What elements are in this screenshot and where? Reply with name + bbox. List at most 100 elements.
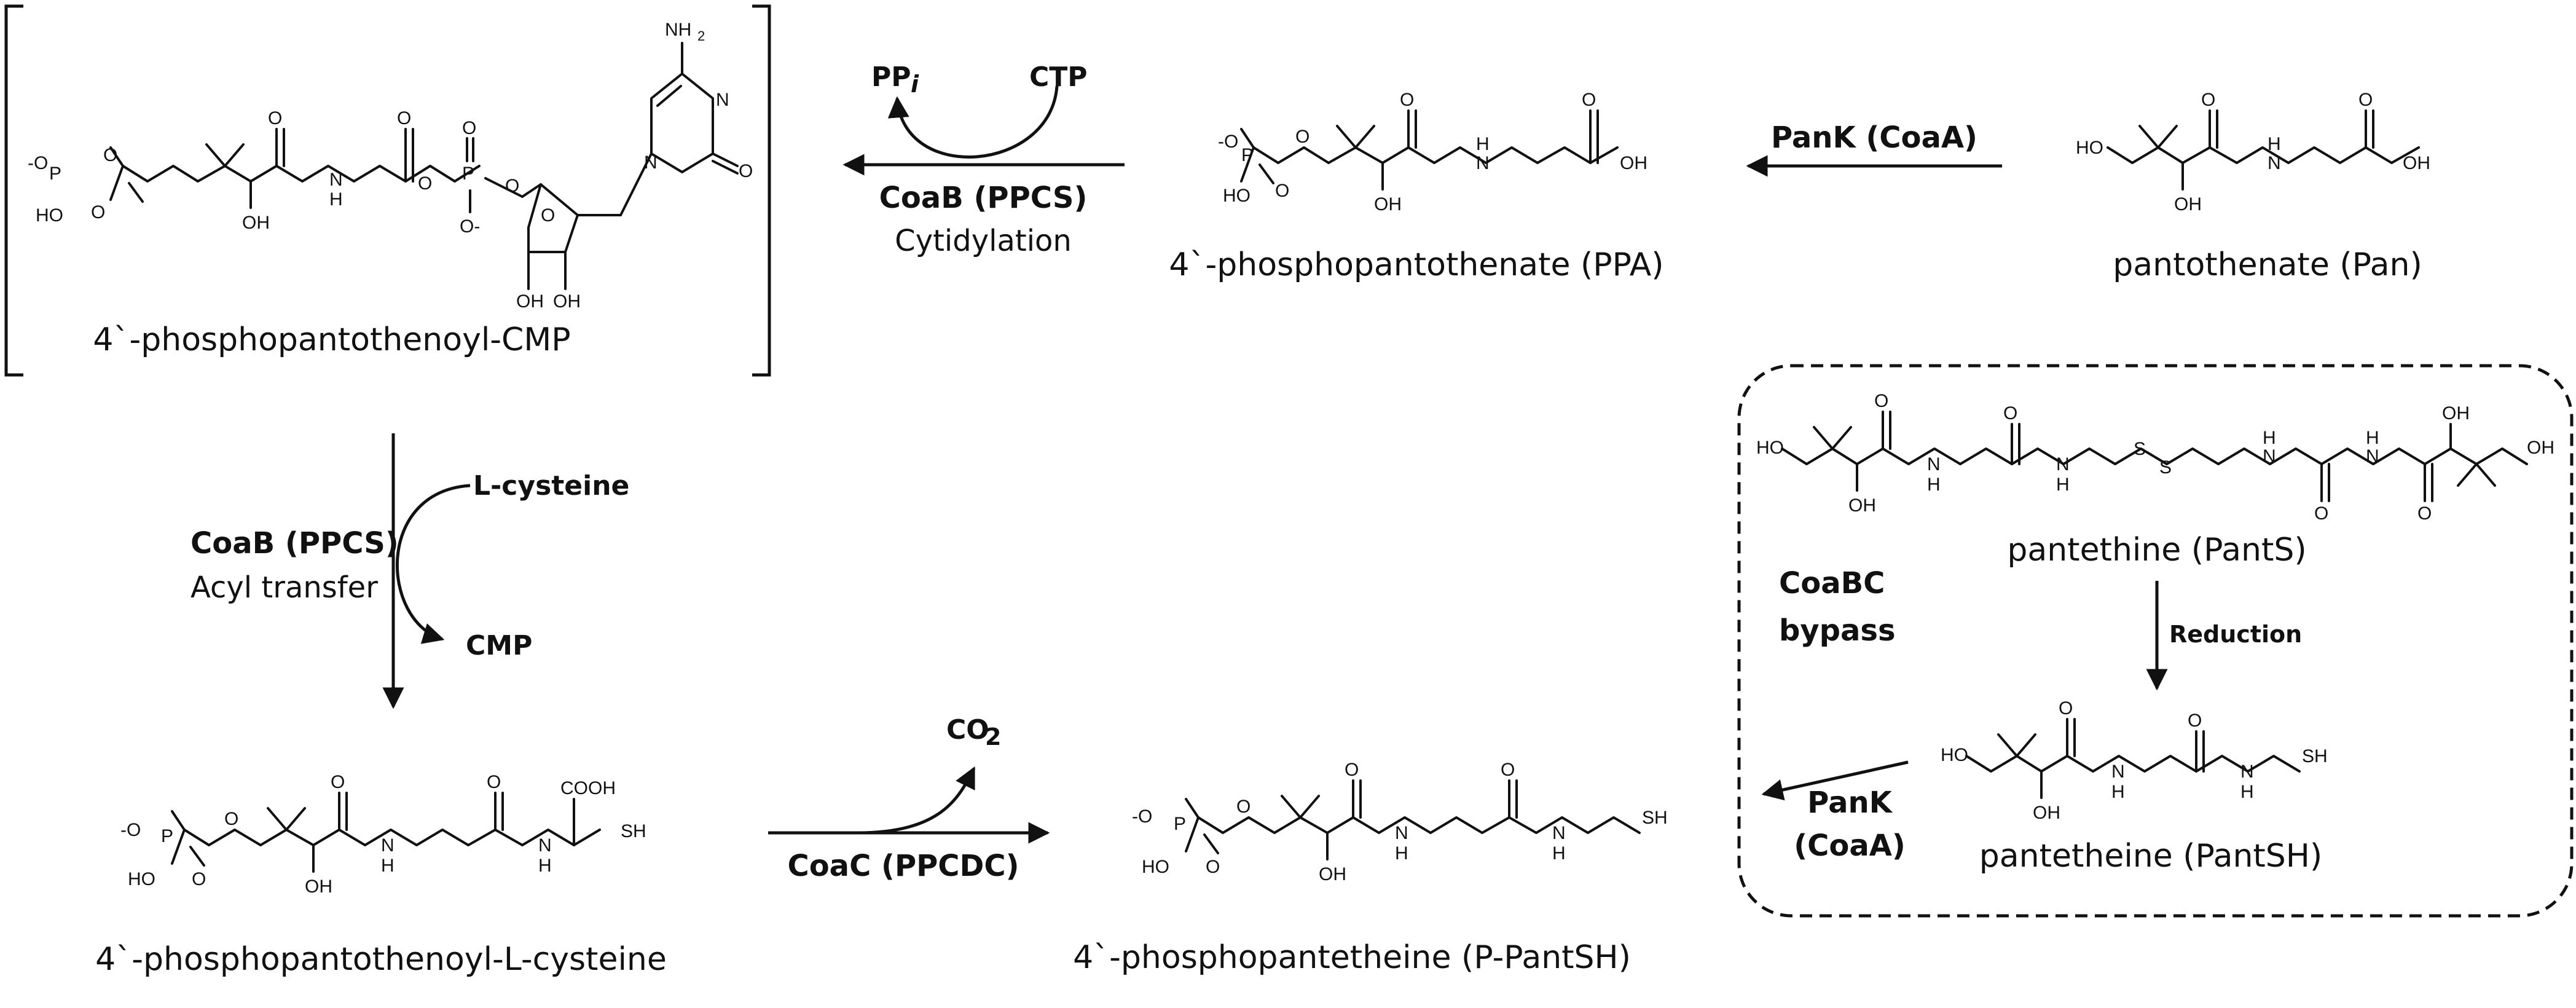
atom-o: O — [1275, 181, 1289, 201]
atom-o-minus: -O — [1132, 806, 1152, 827]
atom-o: O — [1206, 857, 1220, 877]
pantethine-structure: HO O OH N H O N H S S H N O H N O OH OH — [1756, 391, 2554, 524]
atom-o: O — [1501, 760, 1515, 780]
atom-n: N — [2366, 446, 2379, 467]
atom-oh: OH — [305, 876, 332, 897]
atom-o: O — [1874, 391, 1888, 411]
compound-label-pantsh: pantetheine (PantSH) — [1979, 838, 2322, 875]
atom-n: N — [644, 152, 658, 173]
atom-nh2: NH — [665, 20, 691, 40]
byproduct-cmp: CMP — [466, 630, 532, 661]
ppantsh-structure: -O P O HO O O OH N H O N H SH — [1132, 760, 1668, 884]
atom-o: O — [2314, 503, 2328, 524]
atom-s: S — [2159, 457, 2172, 478]
atom-oh: OH — [1319, 864, 1346, 884]
atom-oh: OH — [2442, 403, 2470, 423]
atom-o: O — [739, 161, 753, 181]
atom-o: O — [418, 173, 432, 194]
ppc-structure: -O P O HO O O OH N H O N H COOH SH — [120, 772, 646, 897]
atom-h: H — [329, 189, 343, 210]
atom-h: H — [2268, 134, 2281, 154]
atom-o: O — [1345, 760, 1359, 780]
byproduct-co2-sub: 2 — [985, 723, 1001, 750]
byproduct-ppi: PP — [871, 61, 911, 93]
enzyme-label-coab-acyl: CoaB (PPCS) — [190, 526, 399, 561]
atom-s: S — [2134, 439, 2146, 459]
atom-h: H — [2240, 782, 2254, 802]
atom-o: O — [2417, 503, 2432, 524]
atom-h: H — [1552, 843, 1566, 864]
atom-p: P — [1241, 145, 1254, 165]
atom-sh: SH — [621, 821, 646, 841]
curved-arrow-co2 — [857, 766, 976, 835]
atom-o-minus: -O — [28, 153, 48, 173]
ppa-structure: -O P O HO O O OH N H O OH — [1218, 90, 1647, 215]
atom-n: N — [1395, 823, 1408, 843]
atom-o: O — [397, 108, 411, 128]
atom-n: N — [716, 90, 729, 110]
atom-ho: HO — [36, 205, 63, 226]
atom-n: N — [538, 835, 552, 856]
atom-oh: OH — [1848, 495, 1876, 516]
atom-h: H — [2111, 782, 2125, 802]
atom-o: O — [224, 809, 238, 829]
byproduct-co2: CO — [946, 714, 989, 746]
reaction-label-reduction: Reduction — [2169, 621, 2302, 648]
atom-o-minus: -O — [1218, 132, 1238, 152]
atom-o: O — [331, 772, 345, 792]
atom-oh: OH — [1374, 194, 1402, 215]
atom-p: P — [462, 163, 474, 184]
atom-sh: SH — [1642, 808, 1668, 828]
atom-ho: HO — [2076, 138, 2103, 158]
atom-oh: OH — [2033, 803, 2060, 823]
compound-label-ppantsh: 4`-phosphopantetheine (P-PantSH) — [1073, 939, 1631, 976]
atom-n: N — [381, 835, 395, 856]
atom-n: N — [1927, 454, 1941, 474]
atom-h: H — [538, 856, 552, 876]
enzyme-label-pank-bypass-1: PanK — [1807, 786, 1893, 820]
atom-o: O — [1295, 127, 1310, 147]
atom-n: N — [2240, 762, 2254, 782]
bracket-right — [752, 4, 771, 377]
pantothenate-structure: HO O OH N H O OH — [2076, 90, 2430, 215]
enzyme-label-pank-bypass-2: (CoaA) — [1794, 829, 1906, 863]
atom-oh: OH — [1620, 153, 1647, 173]
atom-n: N — [2263, 446, 2276, 467]
enzyme-label-coac: CoaC (PPCDC) — [787, 849, 1019, 883]
atom-sh: SH — [2302, 746, 2328, 766]
atom-o: O — [192, 869, 206, 889]
byproduct-ppi-sub: i — [911, 71, 919, 98]
compound-label-pan: pantothenate (Pan) — [2113, 246, 2422, 283]
curved-arrow-cys-cmp — [395, 484, 471, 644]
pantetheine-structure: HO O OH N H O N H SH — [1941, 698, 2328, 823]
atom-o-minus: -O — [120, 820, 141, 840]
curved-arrow-ctp-ppi — [887, 85, 1059, 159]
compound-label-ppc: 4`-phosphopantothenoyl-L-cysteine — [95, 941, 667, 978]
atom-p: P — [49, 163, 61, 184]
atom-h: H — [1476, 134, 1490, 154]
atom-o: O — [487, 772, 501, 792]
atom-o: O — [268, 108, 282, 128]
atom-h: H — [1927, 474, 1941, 495]
atom-n: N — [1476, 153, 1490, 173]
atom-o: O — [1582, 90, 1596, 110]
atom-oh: OH — [516, 291, 544, 312]
atom-ho: HO — [1223, 186, 1251, 206]
atom-o: O — [1236, 797, 1251, 817]
atom-h: H — [2366, 428, 2379, 448]
atom-h: H — [2263, 428, 2276, 448]
atom-o: O — [1400, 90, 1414, 110]
atom-h: H — [381, 856, 395, 876]
atom-o-neg: O- — [460, 216, 480, 237]
atom-n: N — [2056, 454, 2070, 474]
atom-o: O — [2003, 403, 2017, 423]
ppcmp-structure: -O P O HO O O OH N H O O O P O- O O OH O… — [28, 20, 753, 312]
reaction-label-cytidylation: Cytidylation — [895, 224, 1072, 258]
atom-oh: OH — [2174, 194, 2202, 215]
atom-n: N — [2268, 153, 2281, 173]
enzyme-label-pank: PanK (CoaA) — [1771, 120, 1977, 155]
bracket-left — [4, 4, 23, 377]
atom-oh: OH — [242, 213, 270, 233]
atom-oh: OH — [553, 291, 581, 312]
compound-label-ppa: 4`-phosphopantothenate (PPA) — [1169, 246, 1663, 283]
